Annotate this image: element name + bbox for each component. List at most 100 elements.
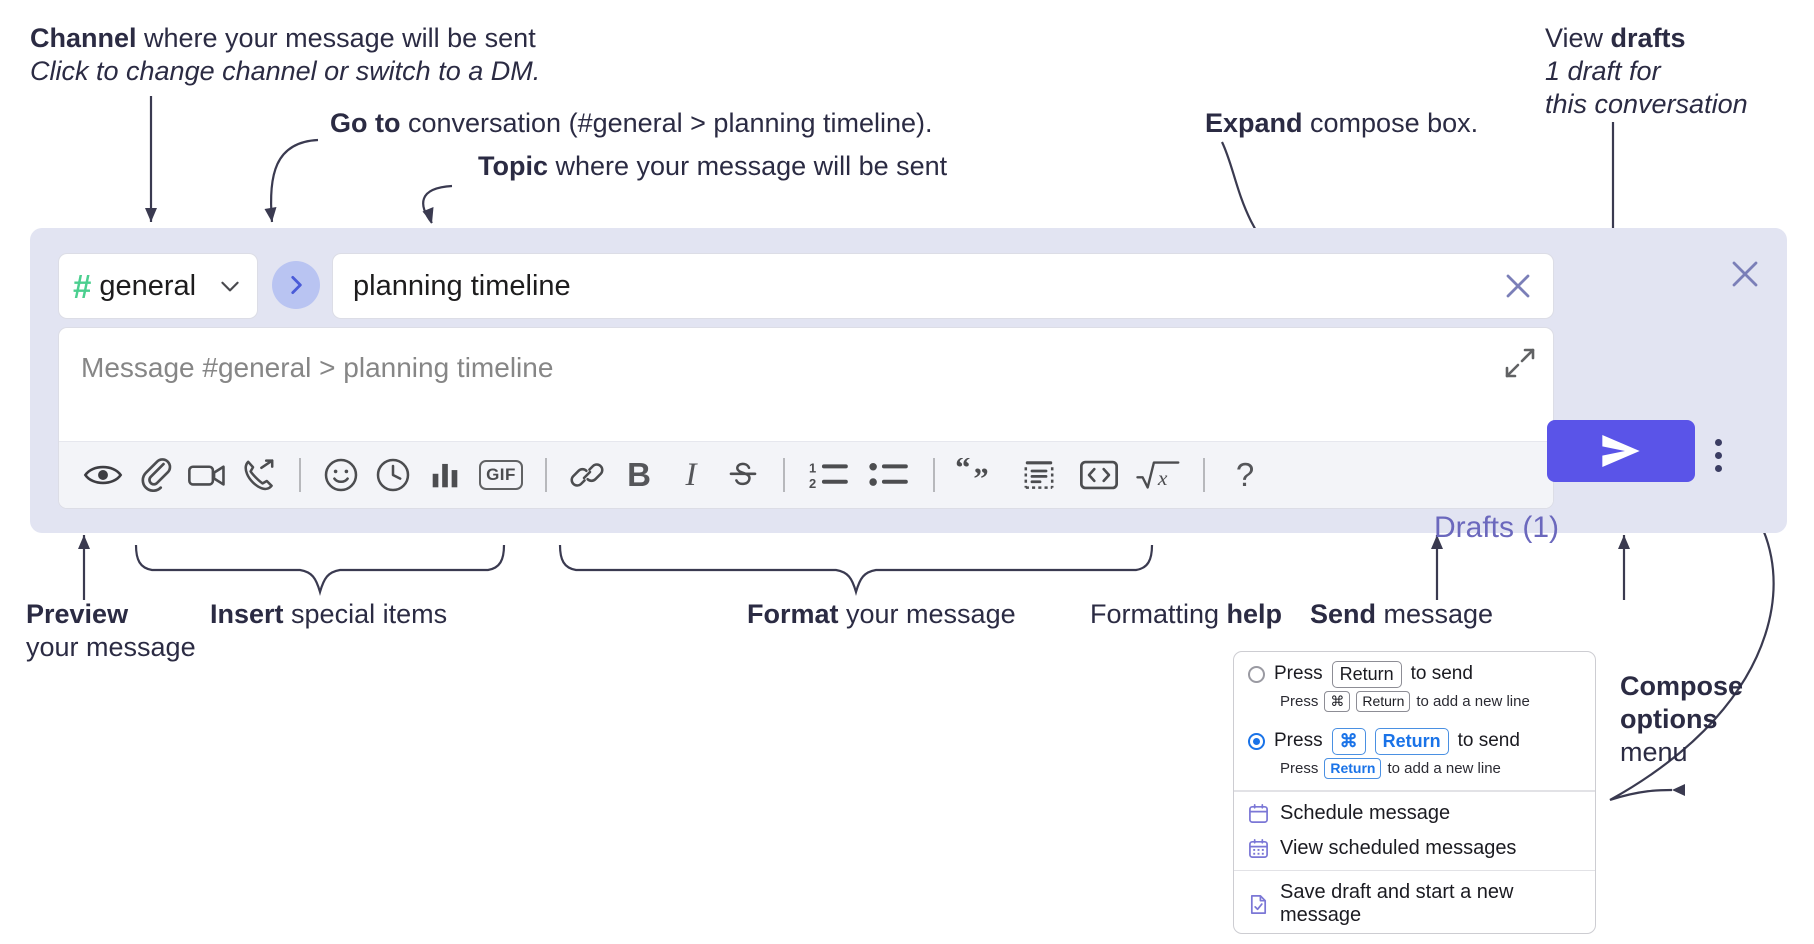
video-clip-button[interactable] bbox=[181, 449, 233, 501]
more-options-icon-dot bbox=[1714, 438, 1722, 446]
radio-option-tail-label: to send bbox=[1410, 663, 1473, 685]
menu-item-label: View scheduled messages bbox=[1280, 836, 1517, 859]
strikethrough-button[interactable] bbox=[717, 449, 769, 501]
hash-icon: # bbox=[73, 267, 91, 305]
annotation-topic-rest: where your message will be sent bbox=[548, 151, 948, 181]
bullet-list-icon bbox=[869, 463, 908, 486]
gif-button[interactable]: GIF bbox=[471, 449, 531, 501]
toolbar-separator bbox=[933, 458, 935, 492]
annotation-channel: Channel where your message will be sent … bbox=[30, 22, 540, 88]
annotation-drafts: View drafts 1 draft for this conversatio… bbox=[1545, 22, 1748, 121]
annotation-drafts-bold: drafts bbox=[1610, 23, 1686, 53]
menu-radio-subtext-cmd-return: Press Return to add a new line bbox=[1234, 756, 1595, 787]
compose-options-button[interactable] bbox=[1701, 433, 1735, 477]
annotation-insert: Insert special items bbox=[210, 598, 447, 631]
menu-item-save-draft[interactable]: Save draft and start a new message bbox=[1234, 875, 1595, 933]
toolbar-separator bbox=[1203, 458, 1205, 492]
close-panel-button[interactable] bbox=[1727, 256, 1763, 292]
annotation-drafts-line2: this conversation bbox=[1545, 88, 1748, 119]
annotation-goto: Go to conversation (#general > planning … bbox=[330, 107, 933, 140]
key-return: Return bbox=[1374, 728, 1449, 755]
key-return: Return bbox=[1356, 690, 1411, 712]
link-icon bbox=[570, 463, 604, 487]
annotation-send: Send message bbox=[1310, 598, 1493, 631]
italic-button[interactable]: I bbox=[665, 449, 717, 501]
menu-divider bbox=[1234, 869, 1595, 871]
toolbar-separator bbox=[545, 458, 547, 492]
video-icon bbox=[188, 465, 225, 486]
code-block-button[interactable] bbox=[1009, 449, 1069, 501]
annotation-send-bold: Send bbox=[1310, 599, 1377, 629]
bold-button[interactable]: B bbox=[613, 449, 665, 501]
drafts-link[interactable]: Drafts (1) bbox=[1433, 511, 1559, 544]
channel-selector[interactable]: # general bbox=[58, 253, 258, 319]
sub-tail-label: to add a new line bbox=[1387, 759, 1501, 777]
sub-tail-label: to add a new line bbox=[1416, 692, 1530, 710]
audio-clip-button[interactable] bbox=[233, 449, 285, 501]
annotation-preview-line2: your message bbox=[26, 631, 196, 662]
menu-item-label: Schedule message bbox=[1280, 801, 1451, 824]
annotation-compose-options: Compose options menu bbox=[1620, 670, 1743, 769]
annotation-insert-bold: Insert bbox=[210, 599, 284, 629]
bar-chart-icon bbox=[432, 463, 458, 488]
menu-item-view-scheduled[interactable]: View scheduled messages bbox=[1234, 831, 1595, 866]
link-button[interactable] bbox=[561, 449, 613, 501]
sub-press-label: Press bbox=[1280, 759, 1319, 777]
compose-panel: # general planning timeline bbox=[30, 228, 1787, 544]
annotation-preview-bold: Preview bbox=[26, 599, 129, 629]
ordered-list-icon: 1 2 bbox=[809, 461, 848, 491]
annotation-expand-rest: compose box. bbox=[1302, 108, 1479, 138]
code-block-icon bbox=[1024, 461, 1054, 489]
help-icon: ? bbox=[1235, 456, 1255, 493]
code-icon bbox=[1080, 460, 1118, 490]
radio-option-tail-label: to send bbox=[1457, 730, 1520, 752]
topic-value: planning timeline bbox=[353, 269, 571, 302]
annotation-expand-bold: Expand bbox=[1205, 108, 1303, 138]
sub-press-label: Press bbox=[1280, 692, 1319, 710]
radio-return-to-send[interactable] bbox=[1248, 665, 1265, 683]
expand-compose-button[interactable] bbox=[1503, 346, 1537, 380]
schedule-button[interactable] bbox=[367, 449, 419, 501]
menu-item-schedule-message[interactable]: Schedule message bbox=[1234, 796, 1595, 831]
annotation-goto-rest: conversation (#general > planning timeli… bbox=[400, 108, 933, 138]
annotation-drafts-line1: 1 draft for bbox=[1545, 55, 1661, 86]
goto-conversation-button[interactable] bbox=[272, 261, 320, 309]
clear-topic-button[interactable] bbox=[1501, 269, 1535, 303]
send-message-button[interactable] bbox=[1547, 420, 1695, 482]
math-button[interactable]: x bbox=[1129, 449, 1189, 501]
preview-button[interactable] bbox=[77, 449, 129, 501]
annotation-format-bold: Format bbox=[747, 599, 839, 629]
poll-button[interactable] bbox=[419, 449, 471, 501]
menu-radio-option-return[interactable]: Press Return to send bbox=[1234, 652, 1595, 689]
more-options-icon-dot bbox=[1714, 464, 1722, 472]
menu-radio-option-cmd-return[interactable]: Press ⌘ Return to send bbox=[1234, 719, 1595, 756]
annotation-insert-rest: special items bbox=[283, 599, 448, 629]
attach-file-button[interactable] bbox=[129, 449, 181, 501]
ordered-list-button[interactable]: 1 2 bbox=[799, 449, 859, 501]
calendar-icon bbox=[1248, 803, 1269, 824]
emoji-button[interactable] bbox=[315, 449, 367, 501]
annotation-channel-bold: Channel bbox=[30, 23, 137, 53]
topic-input[interactable]: planning timeline bbox=[332, 253, 1554, 319]
chevron-down-icon bbox=[221, 281, 239, 292]
blockquote-icon: “ ” bbox=[956, 458, 989, 492]
italic-icon: I bbox=[685, 456, 697, 493]
send-icon bbox=[1602, 435, 1640, 467]
annotation-send-rest: message bbox=[1376, 599, 1494, 629]
bullet-list-button[interactable] bbox=[859, 449, 919, 501]
gif-icon: GIF bbox=[479, 460, 523, 490]
svg-text:“: “ bbox=[956, 458, 970, 484]
annotation-channel-rest: where your message will be sent bbox=[136, 23, 536, 53]
radio-cmd-return-to-send[interactable] bbox=[1248, 732, 1265, 750]
blockquote-button[interactable]: “ ” bbox=[949, 449, 1009, 501]
annotation-help-bold: help bbox=[1226, 599, 1283, 629]
key-return: Return bbox=[1324, 757, 1382, 779]
code-button[interactable] bbox=[1069, 449, 1129, 501]
formatting-help-button[interactable]: ? bbox=[1219, 449, 1271, 501]
channel-name: general bbox=[99, 269, 197, 302]
preview-icon bbox=[83, 465, 123, 485]
key-command: ⌘ bbox=[1331, 728, 1366, 755]
annotation-compose-options-bold1: Compose bbox=[1620, 671, 1744, 701]
message-compose-box[interactable]: Message #general > planning timeline bbox=[58, 327, 1554, 509]
emoji-icon bbox=[324, 458, 358, 492]
